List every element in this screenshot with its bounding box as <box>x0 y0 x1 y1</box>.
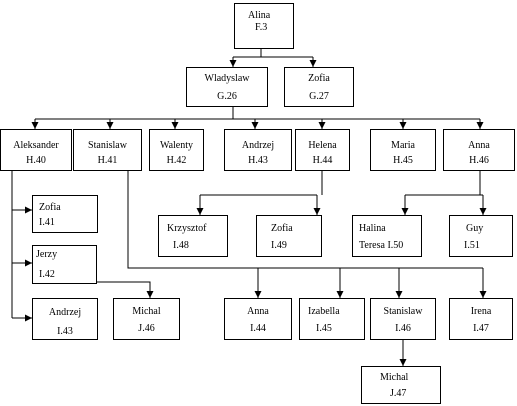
node-code: G.26 <box>217 91 237 102</box>
node-name: Walenty <box>159 140 194 151</box>
node-code: I.51 <box>464 240 480 251</box>
node-michal-j46: Michal J.46 <box>113 298 180 340</box>
node-izabella: Izabella I.45 <box>299 298 365 340</box>
node-zofia-i41: Zofia I.41 <box>32 195 98 233</box>
node-code: H.43 <box>248 155 268 166</box>
node-name: Maria <box>391 140 415 151</box>
node-name: Anna <box>468 140 490 151</box>
node-name: Wladyslaw <box>204 73 250 84</box>
node-krzysztof: Krzysztof I.48 <box>158 215 228 257</box>
node-andrzej-i43: Andrzej I.43 <box>32 298 98 340</box>
node-name: Guy <box>466 223 484 234</box>
node-name: Halina <box>359 223 386 234</box>
node-maria: Maria H.45 <box>370 129 436 171</box>
node-zofia-i49: Zofia I.49 <box>256 215 322 257</box>
node-code: G.27 <box>309 91 329 102</box>
node-code: F.3 <box>255 22 268 33</box>
node-code: J.46 <box>138 323 155 334</box>
node-name: Stanislaw <box>383 306 423 317</box>
node-code: I.43 <box>57 326 73 337</box>
node-code: H.41 <box>97 155 118 166</box>
node-aleksander: Aleksander H.40 <box>0 129 72 171</box>
node-code: I.41 <box>39 217 55 228</box>
node-code: H.42 <box>166 155 187 166</box>
node-name: Helena <box>308 140 337 151</box>
node-helena: Helena H.44 <box>295 129 350 171</box>
node-walenty: Walenty H.42 <box>149 129 204 171</box>
node-code: Teresa I.50 <box>359 240 404 251</box>
node-name: Zofia <box>39 202 61 213</box>
node-stanislaw-h41: Stanislaw H.41 <box>73 129 142 171</box>
node-name: Izabella <box>308 306 340 317</box>
node-name: Aleksander <box>13 140 59 151</box>
node-code: I.46 <box>395 323 411 334</box>
node-name: Andrzej <box>48 307 82 318</box>
node-code: I.48 <box>173 240 189 251</box>
node-irena: Irena I.47 <box>449 298 513 340</box>
node-code: I.49 <box>271 240 287 251</box>
node-code: H.40 <box>26 155 46 166</box>
node-name: Zofia <box>271 223 293 234</box>
node-name: Jerzy <box>36 249 58 260</box>
node-name: Anna <box>247 306 269 317</box>
node-zofia-g27: Zofia G.27 <box>284 67 354 107</box>
node-halina: Halina Teresa I.50 <box>352 215 422 257</box>
node-name: Michal <box>132 306 161 317</box>
node-code: I.42 <box>39 269 55 280</box>
node-jerzy: Jerzy I.42 <box>32 245 97 284</box>
node-code: J.47 <box>390 388 407 399</box>
node-michal-j47: Michal J.47 <box>361 366 441 404</box>
node-andrzej-h43: Andrzej H.43 <box>224 129 292 171</box>
node-stanislaw-i46: Stanislaw I.46 <box>370 298 436 340</box>
node-name: Alina <box>248 10 271 21</box>
node-anna-h46: Anna H.46 <box>443 129 515 171</box>
node-name: Irena <box>470 306 492 317</box>
node-alina: Alina F.3 <box>234 3 294 49</box>
node-code: I.45 <box>316 323 332 334</box>
node-guy: Guy I.51 <box>449 215 513 257</box>
node-code: I.47 <box>473 323 489 334</box>
node-anna-i44: Anna I.44 <box>224 298 292 340</box>
node-code: I.44 <box>250 323 266 334</box>
node-name: Zofia <box>308 73 330 84</box>
node-code: H.44 <box>312 155 333 166</box>
node-name: Andrzej <box>241 140 275 151</box>
node-wladyslaw: Wladyslaw G.26 <box>186 67 268 107</box>
node-name: Michal <box>380 372 409 383</box>
node-name: Krzysztof <box>167 223 207 234</box>
node-name: Stanislaw <box>88 140 127 151</box>
node-code: H.46 <box>469 155 489 166</box>
node-code: H.45 <box>393 155 413 166</box>
